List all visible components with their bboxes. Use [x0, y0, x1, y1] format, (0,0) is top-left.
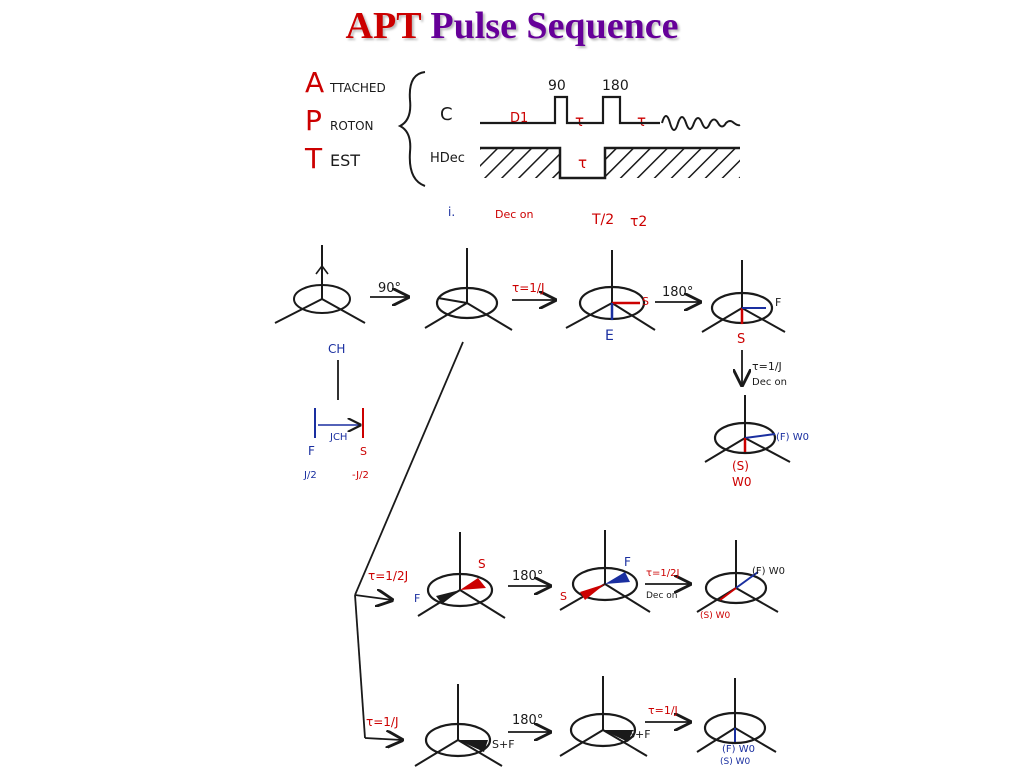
connector-arrow-row3 — [364, 738, 402, 740]
row1-s-bottom: (S) — [732, 459, 749, 473]
acronym-block: A TTACHED P ROTON T EST — [304, 66, 426, 187]
connector-line-1 — [354, 341, 464, 596]
vector-frame-3 — [565, 250, 656, 331]
acronym-t: T — [304, 142, 323, 175]
jdiagram-f-val: J/2 — [303, 470, 317, 481]
tau-label-1: τ — [575, 112, 584, 130]
row1-s-label-2: S — [737, 332, 745, 347]
row3: τ=1/J S+F 180° S+F τ=1/J — [366, 676, 777, 767]
brace — [397, 71, 426, 187]
row3-frame-1 — [414, 684, 503, 767]
page-title: APT Pulse Sequence — [0, 4, 1024, 48]
carbon-channel-label: C — [440, 104, 453, 125]
row2-fw: (F) W0 — [752, 566, 785, 577]
row1-dec-on: Dec on — [752, 377, 787, 388]
row3-arrow-2-label: 180° — [512, 713, 543, 728]
row1-s-label: S — [642, 295, 649, 308]
row3-frame-3 — [696, 678, 777, 753]
row2-frame-1 — [417, 532, 506, 619]
row1-w0-bottom: W0 — [732, 475, 752, 489]
fid-signal — [661, 115, 741, 131]
note-text: Dec on — [495, 208, 534, 221]
row1-arrow-3-label: 180° — [662, 285, 693, 300]
jdiagram-ch: CH — [328, 342, 345, 356]
row3-sw: (S) W0 — [720, 757, 750, 767]
vector-frame-2 — [424, 248, 513, 331]
row1-arrow-1-label: 90° — [378, 281, 401, 296]
connector-arrow-row2 — [354, 595, 392, 600]
row3-sf-2: S+F — [628, 728, 651, 741]
row1-down-arrow-label: τ=1/J — [752, 360, 782, 373]
row2-frame-3 — [696, 540, 779, 613]
jdiagram-f: F — [308, 444, 315, 458]
row1-arrow-2-label: τ=1/J — [512, 281, 545, 295]
title-apt: APT — [345, 5, 421, 47]
row3-fw: (F) W0 — [722, 744, 755, 755]
acronym-t-rest: EST — [330, 151, 360, 170]
vector-frame-4 — [701, 260, 786, 333]
row2-dec-on: Dec on — [646, 591, 678, 601]
pulse-90-label: 90 — [548, 78, 566, 94]
row3-arrow-1-label: τ=1/J — [366, 715, 399, 729]
vector-frame-5 — [704, 395, 791, 463]
acronym-p: P — [305, 104, 322, 137]
row1-fw-label: (F) W0 — [776, 432, 809, 443]
acronym-a: A — [305, 66, 324, 99]
carbon-channel-line — [480, 95, 660, 125]
row1-e-label: E — [605, 328, 614, 344]
row2-arrow-2-label: 180° — [512, 569, 543, 584]
row2: τ=1/2J S F 180° F S — [368, 530, 785, 621]
pulse-sequence: C HDec 90 180 D1 τ τ τ — [430, 78, 741, 180]
row1: 90° τ=1/J S E 180° — [274, 245, 809, 489]
jdiagram-s: S — [360, 445, 367, 458]
connector-line-2 — [354, 594, 366, 739]
tau-label-2: τ — [637, 112, 646, 130]
row2-f-1: F — [414, 592, 420, 605]
hdec-on-region-2 — [605, 148, 740, 178]
title-pulse-sequence: Pulse Sequence — [430, 5, 679, 47]
note-tau2: τ2 — [630, 214, 647, 230]
row2-sw: (S) W0 — [700, 611, 730, 621]
row2-arrow-3-label: τ=1/2J — [646, 568, 679, 579]
row2-s-2: S — [560, 590, 567, 603]
jdiagram-jch: JCH — [329, 432, 347, 443]
row2-f-2: F — [624, 555, 631, 569]
row2-arrow-1-label: τ=1/2J — [368, 569, 408, 583]
vector-frame-1 — [274, 245, 366, 324]
hdec-on-region-1 — [480, 148, 560, 178]
note-fraction: T/2 — [591, 212, 614, 228]
acronym-p-rest: ROTON — [330, 119, 374, 133]
hdec-channel-label: HDec — [430, 151, 465, 166]
hdec-channel-line — [480, 146, 740, 180]
row2-frame-2 — [559, 530, 651, 613]
tau-label-hdec: τ — [578, 154, 587, 172]
pulse-180-label: 180 — [602, 78, 629, 94]
note-marker: i. — [448, 205, 455, 219]
row3-arrow-3-label: τ=1/J — [648, 704, 678, 717]
acronym-a-rest: TTACHED — [329, 81, 386, 95]
row1-f-label: F — [775, 296, 781, 309]
j-coupling-diagram: CH JCH F S J/2 -J/2 — [303, 342, 369, 481]
row3-frame-2 — [559, 676, 648, 757]
row3-sf-1: S+F — [492, 738, 515, 751]
row2-s-1: S — [478, 557, 486, 571]
jdiagram-s-val: -J/2 — [352, 470, 369, 481]
note: i. Dec on T/2 τ2 — [448, 205, 647, 230]
